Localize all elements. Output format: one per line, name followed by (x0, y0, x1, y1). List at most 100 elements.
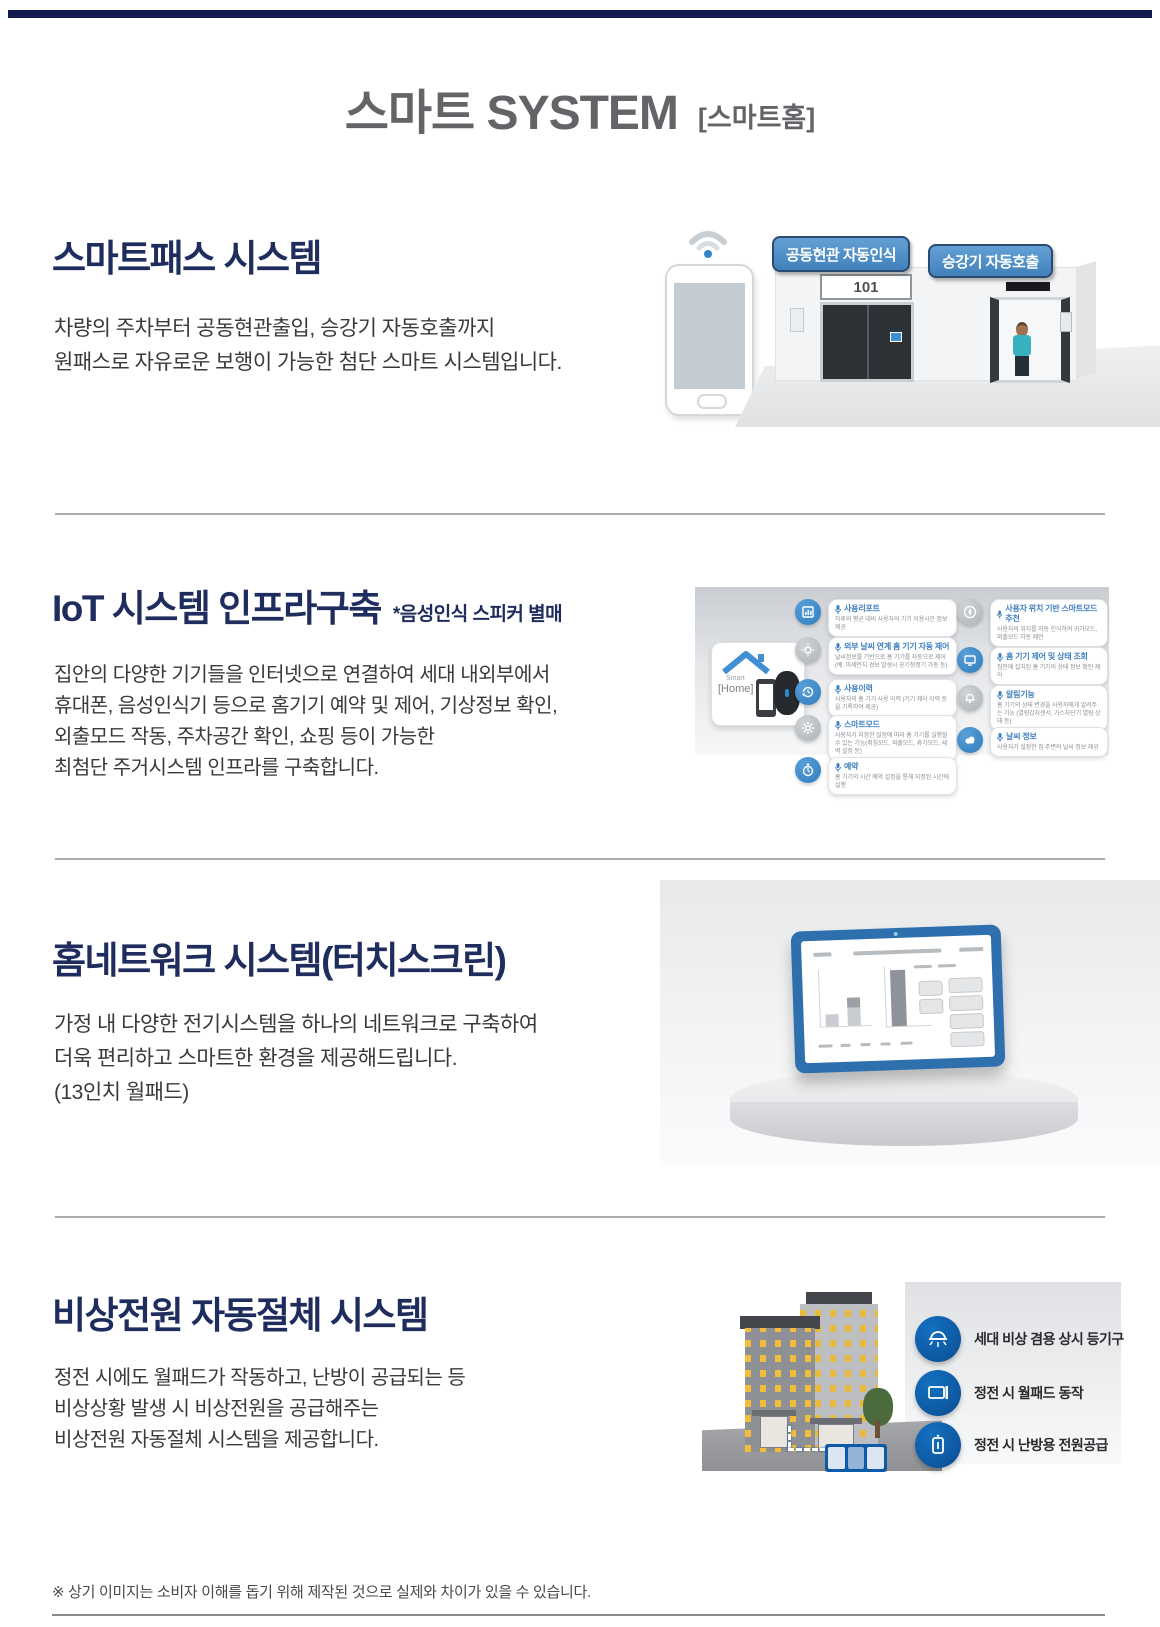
mic-icon (835, 762, 841, 772)
screen-menu-text (813, 952, 832, 957)
screen-title-text (853, 948, 942, 956)
emergency-item-label: 정전 시 난방용 전원공급 (974, 1437, 1108, 1453)
iot-body-line4: 최첨단 주거시스템 인프라를 구축합니다. (54, 757, 379, 779)
feature-title: 알림기능 (1006, 690, 1035, 699)
top-accent-bar (8, 10, 1152, 18)
iot-feature-weather-auto-control: 외부 날씨 연계 홈 기기 자동 제어 날씨정보를 기반으로 홈 기기를 자동으… (795, 637, 957, 675)
iot-feature-device-control: 홈 기기 제어 및 상태 조회 집안에 설치된 홈 기기의 상태 정보 확인 제… (957, 647, 1108, 685)
smart-home-label-top: Smart (726, 675, 745, 682)
heating-power-icon (915, 1422, 961, 1468)
generator-cell (828, 1447, 845, 1469)
door-access-pad (890, 332, 902, 342)
smartpass-heading: 스마트패스 시스템 (52, 238, 323, 279)
mic-icon (835, 604, 841, 614)
generator-cell (847, 1447, 865, 1469)
person-legs (1015, 356, 1029, 376)
door-number-sign: 101 (820, 274, 912, 300)
mic-icon (835, 684, 841, 694)
screen-button-2 (919, 998, 944, 1015)
weather-info-cloud-icon (957, 727, 983, 753)
page-title-tag: [스마트홈] (697, 103, 816, 133)
wallpad-tablet (790, 924, 1006, 1074)
emergency-light-icon (915, 1316, 961, 1362)
smartphone-home-button (696, 394, 727, 409)
iot-feature-smart-mode: 스마트모드 사용자가 지정한 설정에 따라 홈 기기를 실행할 수 있는 기능(… (795, 715, 957, 761)
feature-title: 날씨 정보 (1006, 732, 1037, 741)
mic-icon (997, 652, 1003, 662)
section-divider-3 (55, 1216, 1105, 1218)
smart-home-roof-icon (722, 651, 770, 675)
person-torso (1013, 335, 1031, 356)
screen-button-6 (950, 1031, 985, 1048)
entrance-canopy-1 (752, 1410, 796, 1416)
feature-desc: 날씨정보를 기반으로 홈 기기를 자동으로 제어 (예: 미세먼지 경보 발생시… (835, 655, 948, 669)
chart-axis-left (817, 970, 821, 1027)
person-figure (1012, 322, 1032, 378)
feature-desc: 홈 기기의 시간 예약 설정을 통해 지정된 시간에 실행 (835, 775, 949, 789)
emergency-generator (825, 1444, 887, 1472)
mic-icon (835, 720, 841, 730)
homenetwork-body: 가정 내 다양한 전기시스템을 하나의 네트워크로 구축하여 더욱 편리하고 스… (54, 1008, 538, 1110)
wallpad-illustration (660, 880, 1160, 1167)
iot-body-line3: 외출모드 작동, 주차공간 확인, 쇼핑 등이 가능한 (54, 726, 435, 748)
feature-bubble: 사용이력 사용자의 홈 기기 사용 이력 (기기 제어 이력 등을 기록하여 제… (828, 679, 957, 717)
tree (863, 1388, 893, 1426)
emergency-illustration: 세대 비상 겸용 상시 등기구 정전 시 월패드 동작 정전 시 난방용 전원공… (660, 1268, 1160, 1476)
screen-footer-2 (840, 1043, 851, 1048)
emergency-body-line2: 비상상황 발생 시 비상전원을 공급해주는 (54, 1398, 379, 1420)
chart-bar-stack-bottom (847, 1007, 861, 1026)
page-title-text: 스마트 SYSTEM (344, 87, 679, 140)
pedestal-side (730, 1102, 1078, 1146)
homenetwork-heading: 홈네트워크 시스템(터치스크린) (52, 940, 507, 981)
iot-illustration: Smart [Home] 사용리포트 하루의 평균 대비 사용자의 기기 이용시… (695, 587, 1109, 795)
smart-home-card: Smart [Home] (711, 642, 805, 726)
smartpass-body-line1: 차량의 주차부터 공동현관출입, 승강기 자동호출까지 (54, 317, 495, 340)
chart-axis-mid (883, 966, 887, 1027)
feature-desc: 사용자가 설정한 집 주변의 날씨 정보 제공 (997, 745, 1099, 751)
smartphone-illustration (665, 264, 754, 416)
tower-back-roof (806, 1292, 872, 1305)
smartphone-screen (674, 283, 745, 389)
alert-bell-icon (957, 685, 983, 711)
screen-footer-5 (900, 1041, 913, 1045)
iot-feature-reservation: 예약 홈 기기의 시간 예약 설정을 통해 지정된 시간에 실행 (795, 757, 957, 795)
feature-title: 예약 (844, 762, 859, 771)
reservation-timer-icon (795, 757, 821, 783)
iot-feature-alert: 알림기능 홈 기기의 상태 변경을 사용자에게 알려주는 기능 (열림감지센서,… (957, 685, 1108, 731)
screen-footer-4 (880, 1042, 891, 1046)
bottom-rule (52, 1614, 1105, 1616)
weather-auto-control-icon (795, 637, 821, 663)
emergency-body: 정전 시에도 월패드가 작동하고, 난방이 공급되는 등 비상상황 발생 시 비… (54, 1363, 466, 1456)
feature-desc: 사용자의 위치를 자동 인식하여 귀가모드, 외출모드 자동 제안 (997, 627, 1097, 641)
feature-desc: 집안에 설치된 홈 기기의 상태 정보 확인 제어 (997, 665, 1101, 679)
tower-front (745, 1328, 815, 1452)
mic-icon (997, 690, 1003, 700)
elevator-indicator (1006, 282, 1050, 291)
iot-body: 집안의 다양한 기기들을 인터넷으로 연결하여 세대 내외부에서 휴대폰, 음성… (54, 660, 558, 784)
feature-title: 외부 날씨 연계 홈 기기 자동 제어 (844, 642, 950, 651)
tablet-screen (800, 934, 996, 1064)
feature-title: 사용이력 (844, 684, 873, 693)
smart-mode-gear-icon (795, 715, 821, 741)
screen-footer-3 (860, 1042, 871, 1047)
screen-footer-1 (818, 1044, 833, 1048)
card-phone (756, 679, 776, 717)
section-divider-2 (55, 858, 1105, 860)
wifi-icon (684, 220, 732, 260)
tree-trunk (875, 1420, 880, 1438)
device-control-icon (957, 647, 983, 673)
iot-heading: IoT 시스템 인프라구축 (52, 588, 382, 629)
feature-bubble: 사용리포트 하루의 평균 대비 사용자의 기기 이용시간 정보 제공 (828, 599, 957, 637)
chart-bar-tall (889, 969, 907, 1027)
emergency-body-line3: 비상전원 자동절체 시스템을 제공합니다. (54, 1429, 379, 1451)
mic-icon (997, 732, 1003, 742)
emergency-item-heating: 정전 시 난방용 전원공급 (915, 1422, 1108, 1468)
screen-button-4 (948, 995, 984, 1012)
door-keypad (790, 308, 804, 332)
screen-legend-2 (937, 963, 956, 968)
feature-desc: 사용자가 지정한 설정에 따라 홈 기기를 실행할 수 있는 기능(취침모드, … (835, 733, 948, 755)
iot-heading-row: IoT 시스템 인프라구축 *음성인식 스피커 별매 (52, 578, 563, 632)
wallpad-power-icon (915, 1370, 961, 1416)
screen-button-5 (949, 1013, 985, 1030)
feature-bubble: 스마트모드 사용자가 지정한 설정에 따라 홈 기기를 실행할 수 있는 기능(… (828, 715, 957, 761)
